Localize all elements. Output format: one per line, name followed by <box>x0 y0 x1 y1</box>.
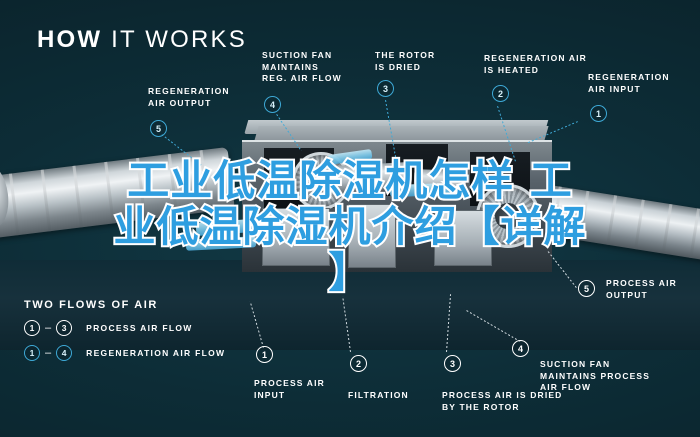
callout-label-suction-fan-process: SUCTION FAN MAINTAINS PROCESS AIR FLOW <box>540 359 651 392</box>
callout-bullet-suction-fan-process[interactable]: 4 <box>512 340 529 357</box>
legend-bullet-from-1: 1 <box>24 320 40 336</box>
legend: TWO FLOWS OF AIR 1 – 3 PROCESS AIR FLOW … <box>24 299 225 361</box>
legend-label-regeneration-air-flow: REGENERATION AIR FLOW <box>86 348 226 358</box>
access-panel-mid <box>348 204 396 268</box>
callout-bullet-rotor-is-dried[interactable]: 3 <box>377 80 394 97</box>
callout-label-suction-fan-reg: SUCTION FAN MAINTAINS REG. AIR FLOW <box>262 50 342 83</box>
page-title: HOW IT WORKS <box>37 26 247 54</box>
callout-bullet-regeneration-air-heated[interactable]: 2 <box>492 85 509 102</box>
access-panel-right <box>434 210 492 266</box>
legend-bullet-from-1-cyan: 1 <box>24 345 40 361</box>
callout-bullet-process-air-input[interactable]: 1 <box>256 346 273 363</box>
callout-bullet-regeneration-air-input[interactable]: 1 <box>590 105 607 122</box>
legend-bullet-to-3: 3 <box>56 320 73 336</box>
callout-label-process-air-input: PROCESS AIR INPUT <box>254 378 325 400</box>
callout-bullet-regeneration-air-output[interactable]: 5 <box>150 120 167 137</box>
airflow-arrow-center <box>389 182 453 198</box>
callout-label-rotor-is-dried: THE ROTOR IS DRIED <box>375 50 436 72</box>
legend-row-process-air-flow: 1 – 3 PROCESS AIR FLOW <box>24 320 225 336</box>
legend-title: TWO FLOWS OF AIR <box>24 299 158 311</box>
callout-label-process-air-output: PROCESS AIR OUTPUT <box>606 278 677 300</box>
legend-row-regeneration-air-flow: 1 – 4 REGENERATION AIR FLOW <box>24 345 225 361</box>
floor-surface <box>0 260 700 350</box>
callout-bullet-suction-fan-reg[interactable]: 4 <box>264 96 281 113</box>
callout-bullet-process-air-output[interactable]: 5 <box>578 280 595 297</box>
legend-label-process-air-flow: PROCESS AIR FLOW <box>86 323 193 333</box>
callout-bullet-process-air-dried[interactable]: 3 <box>444 355 461 372</box>
page-title-rest: IT WORKS <box>102 26 247 53</box>
machine-photo <box>0 120 700 350</box>
callout-label-regeneration-air-output: REGENERATION AIR OUTPUT <box>148 86 230 108</box>
callout-label-filtration: FILTRATION <box>348 390 409 400</box>
legend-separator-2: – <box>45 347 52 359</box>
page-title-bold: HOW <box>37 26 103 53</box>
legend-bullet-to-4-cyan: 4 <box>56 345 73 361</box>
callout-label-process-air-dried: PROCESS AIR IS DRIED BY THE ROTOR <box>442 390 563 412</box>
legend-separator: – <box>45 322 52 334</box>
dehumidifier-cabinet <box>185 120 560 298</box>
callout-label-regeneration-air-heated: REGENERATION AIR IS HEATED <box>484 53 587 75</box>
callout-bullet-filtration[interactable]: 2 <box>350 355 367 372</box>
callout-label-regeneration-air-input: REGENERATION AIR INPUT <box>588 72 670 94</box>
